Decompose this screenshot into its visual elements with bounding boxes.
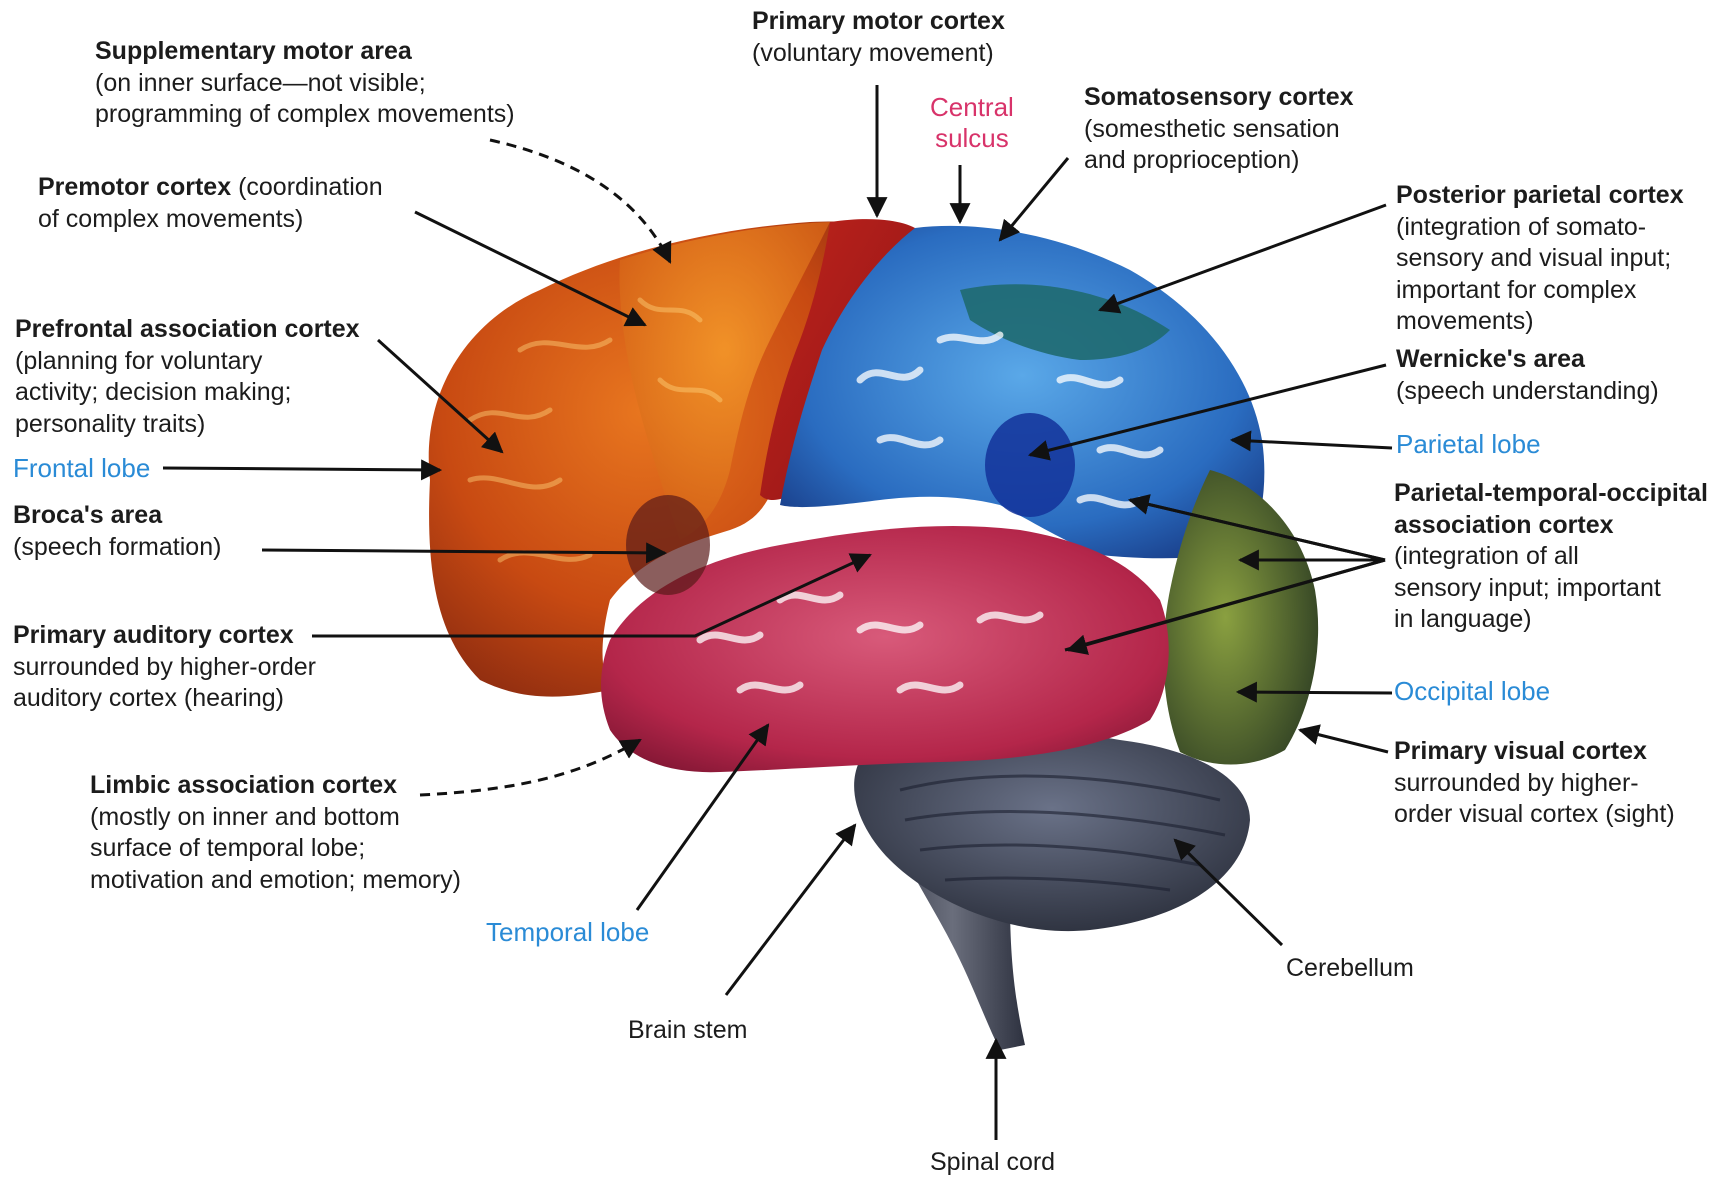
broca-area-shape <box>626 495 710 595</box>
primary-auditory-desc-1: surrounded by higher-order <box>13 652 316 684</box>
primary-auditory-desc-2: auditory cortex (hearing) <box>13 683 316 715</box>
posterior-parietal-desc-2: sensory and visual input; <box>1396 243 1684 275</box>
pto-title-1: Parietal-temporal-occipital <box>1394 478 1708 510</box>
label-primary-visual-cortex: Primary visual cortex surrounded by high… <box>1394 736 1675 831</box>
label-posterior-parietal-cortex: Posterior parietal cortex (integration o… <box>1396 180 1684 338</box>
label-brocas-area: Broca's area (speech formation) <box>13 500 221 563</box>
label-somatosensory-cortex: Somatosensory cortex (somesthetic sensat… <box>1084 82 1354 177</box>
prefrontal-title: Prefrontal association cortex <box>15 314 360 346</box>
wernicke-desc-1: (speech understanding) <box>1396 376 1659 408</box>
somatosensory-desc-2: and proprioception) <box>1084 145 1354 177</box>
primary-motor-title: Primary motor cortex <box>752 6 1005 38</box>
supplementary-motor-desc-1: (on inner surface—not visible; <box>95 68 515 100</box>
supplementary-motor-desc-2: programming of complex movements) <box>95 99 515 131</box>
posterior-parietal-desc-1: (integration of somato- <box>1396 212 1684 244</box>
limbic-desc-2: surface of temporal lobe; <box>90 833 461 865</box>
label-supplementary-motor-area: Supplementary motor area (on inner surfa… <box>95 36 515 131</box>
premotor-inline: (coordination <box>231 173 382 201</box>
prefrontal-desc-3: personality traits) <box>15 409 360 441</box>
label-central-sulcus: Central sulcus <box>930 92 1014 154</box>
pto-desc-3: in language) <box>1394 604 1708 636</box>
wernicke-title: Wernicke's area <box>1396 344 1659 376</box>
label-prefrontal-association-cortex: Prefrontal association cortex (planning … <box>15 314 360 440</box>
label-parietal-lobe: Parietal lobe <box>1396 429 1541 461</box>
label-primary-motor-cortex: Primary motor cortex (voluntary movement… <box>752 6 1005 69</box>
wernicke-area-shape <box>985 413 1075 517</box>
label-temporal-lobe: Temporal lobe <box>486 917 649 949</box>
label-spinal-cord: Spinal cord <box>930 1147 1055 1179</box>
label-parietal-temporal-occipital: Parietal-temporal-occipital association … <box>1394 478 1708 636</box>
premotor-title: Premotor cortex <box>38 173 231 201</box>
primary-visual-desc-2: order visual cortex (sight) <box>1394 799 1675 831</box>
central-sulcus-line-1: Central <box>930 92 1014 123</box>
primary-visual-desc-1: surrounded by higher- <box>1394 768 1675 800</box>
broca-desc-1: (speech formation) <box>13 532 221 564</box>
label-primary-auditory-cortex: Primary auditory cortex surrounded by hi… <box>13 620 316 715</box>
primary-visual-title: Primary visual cortex <box>1394 736 1675 768</box>
limbic-title: Limbic association cortex <box>90 770 461 802</box>
somatosensory-desc-1: (somesthetic sensation <box>1084 114 1354 146</box>
primary-auditory-title: Primary auditory cortex <box>13 620 316 652</box>
premotor-desc-1: of complex movements) <box>38 204 383 236</box>
broca-title: Broca's area <box>13 500 221 532</box>
prefrontal-desc-2: activity; decision making; <box>15 377 360 409</box>
somatosensory-title: Somatosensory cortex <box>1084 82 1354 114</box>
label-wernickes-area: Wernicke's area (speech understanding) <box>1396 344 1659 407</box>
label-frontal-lobe: Frontal lobe <box>13 453 150 485</box>
label-occipital-lobe: Occipital lobe <box>1394 676 1550 708</box>
limbic-desc-1: (mostly on inner and bottom <box>90 802 461 834</box>
pto-title-2: association cortex <box>1394 510 1708 542</box>
label-brain-stem: Brain stem <box>628 1015 747 1047</box>
primary-motor-desc-1: (voluntary movement) <box>752 38 1005 70</box>
supplementary-motor-title: Supplementary motor area <box>95 36 515 68</box>
posterior-parietal-desc-4: movements) <box>1396 306 1684 338</box>
posterior-parietal-desc-3: important for complex <box>1396 275 1684 307</box>
prefrontal-desc-1: (planning for voluntary <box>15 346 360 378</box>
label-cerebellum: Cerebellum <box>1286 953 1414 985</box>
pto-desc-2: sensory input; important <box>1394 573 1708 605</box>
label-premotor-cortex: Premotor cortex (coordination of complex… <box>38 172 383 235</box>
limbic-desc-3: motivation and emotion; memory) <box>90 865 461 897</box>
label-limbic-association-cortex: Limbic association cortex (mostly on inn… <box>90 770 461 896</box>
posterior-parietal-title: Posterior parietal cortex <box>1396 180 1684 212</box>
pto-desc-1: (integration of all <box>1394 541 1708 573</box>
central-sulcus-line-2: sulcus <box>930 123 1014 154</box>
